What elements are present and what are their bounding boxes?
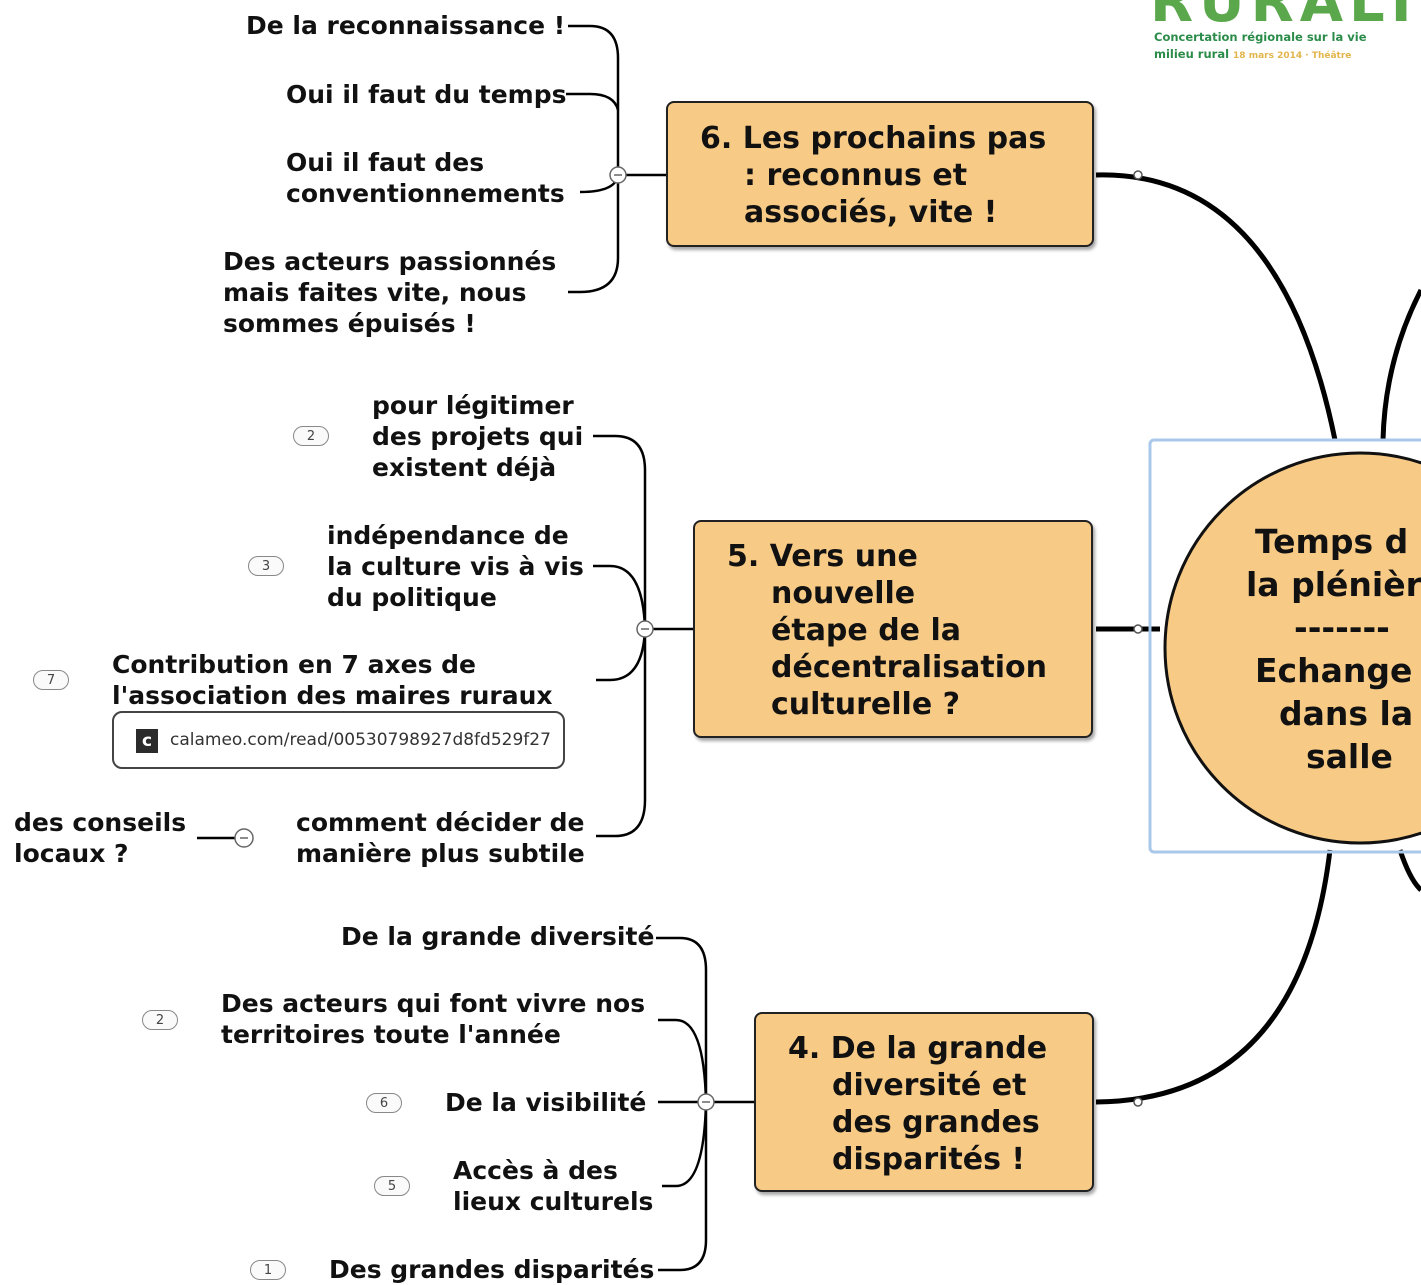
logo-line1: Concertation régionale sur la vie: [1154, 30, 1367, 44]
topic-passionnes-1[interactable]: Des acteurs passionnés: [223, 247, 557, 276]
logo-brand: RURALI: [1150, 0, 1418, 35]
center-line2: la plénièr: [1246, 565, 1421, 604]
badge-count[interactable]: 2: [293, 426, 329, 446]
topic-legitimer-2[interactable]: des projets qui: [372, 422, 584, 451]
node-5-line4: décentralisation: [771, 650, 1047, 685]
badge-count[interactable]: 7: [33, 670, 69, 690]
hyperlink-url[interactable]: calameo.com/read/00530798927d8fd529f27: [170, 730, 551, 750]
node-6-line2: : reconnus et: [744, 158, 968, 193]
node-6[interactable]: [666, 101, 1094, 247]
node-6-line1: 6. Les prochains pas: [700, 121, 1047, 156]
hyperlink-box[interactable]: c calameo.com/read/00530798927d8fd529f27: [112, 711, 565, 769]
topic-conventionnements-1[interactable]: Oui il faut des: [286, 148, 485, 177]
topic-decider-2[interactable]: manière plus subtile: [296, 839, 585, 868]
badge-count[interactable]: 1: [250, 1260, 286, 1280]
node-4-line3: des grandes: [832, 1105, 1040, 1140]
topic-grande-diversite[interactable]: De la grande diversité: [341, 922, 655, 951]
node-4[interactable]: [754, 1012, 1094, 1192]
topic-acces-1[interactable]: Accès à des: [453, 1156, 618, 1185]
node-4-line2: diversité et: [832, 1068, 1027, 1103]
topic-passionnes-3[interactable]: sommes épuisés !: [223, 309, 476, 338]
logo-line2-main: milieu rural: [1154, 47, 1230, 61]
topic-contribution-2[interactable]: l'association des maires ruraux: [112, 681, 553, 710]
calameo-icon: c: [136, 729, 158, 753]
badge-count[interactable]: 3: [248, 556, 284, 576]
topic-acteurs-1[interactable]: Des acteurs qui font vivre nos: [221, 989, 646, 1018]
logo-line2: milieu rural 18 mars 2014 · Théâtre: [1154, 47, 1351, 61]
node-4-line1: 4. De la grande: [788, 1031, 1048, 1066]
topic-decider-1[interactable]: comment décider de: [296, 808, 585, 837]
topic-independance-1[interactable]: indépendance de: [327, 521, 569, 550]
center-line6: salle: [1306, 737, 1393, 776]
topic-reconnaissance[interactable]: De la reconnaissance !: [246, 11, 566, 40]
center-line5: dans la: [1279, 694, 1414, 733]
logo-line2-date: 18 mars 2014 · Théâtre: [1233, 51, 1352, 61]
topic-passionnes-2[interactable]: mais faites vite, nous: [223, 278, 527, 307]
node-6-line3: associés, vite !: [744, 195, 998, 230]
topic-contribution-1[interactable]: Contribution en 7 axes de: [112, 650, 477, 679]
center-line1: Temps d: [1255, 522, 1409, 561]
subtopic-conseils-2[interactable]: locaux ?: [14, 839, 129, 868]
node-5[interactable]: [693, 520, 1093, 738]
center-line4: Echange: [1255, 651, 1413, 690]
topic-acces-2[interactable]: lieux culturels: [453, 1187, 654, 1216]
center-line3: -------: [1294, 608, 1390, 647]
node-5-line5: culturelle ?: [771, 687, 961, 722]
node-5-line2: nouvelle: [771, 576, 916, 611]
topic-independance-2[interactable]: la culture vis à vis: [327, 552, 584, 581]
topic-conventionnements-2[interactable]: conventionnements: [286, 179, 565, 208]
node-4-line4: disparités !: [832, 1142, 1026, 1177]
node-5-line3: étape de la: [771, 613, 961, 648]
topic-disparites[interactable]: Des grandes disparités: [329, 1255, 655, 1284]
topic-temps[interactable]: Oui il faut du temps: [286, 80, 567, 109]
topic-legitimer-1[interactable]: pour légitimer: [372, 391, 574, 420]
topic-independance-3[interactable]: du politique: [327, 583, 497, 612]
badge-count[interactable]: 2: [142, 1010, 178, 1030]
topic-visibilite[interactable]: De la visibilité: [445, 1088, 647, 1117]
badge-count[interactable]: 6: [366, 1093, 402, 1113]
topic-acteurs-2[interactable]: territoires toute l'année: [221, 1020, 561, 1049]
badge-count[interactable]: 5: [374, 1176, 410, 1196]
subtopic-conseils-1[interactable]: des conseils: [14, 808, 187, 837]
node-5-line1: 5. Vers une: [727, 539, 918, 574]
topic-legitimer-3[interactable]: existent déjà: [372, 453, 557, 482]
